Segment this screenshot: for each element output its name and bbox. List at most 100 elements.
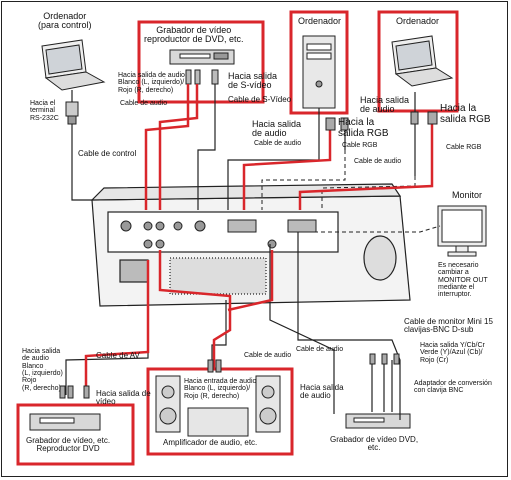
- rgb-out-laptop-label: Hacia la salida RGB: [440, 103, 491, 125]
- audio-out-left-line: Blanco: [22, 362, 44, 370]
- rs232c-line: terminal: [30, 107, 55, 115]
- recorder-left-line2: Reproductor DVD: [36, 444, 100, 454]
- highlight-dvd-top: [137, 20, 265, 104]
- recorder-left-title: Grabador de vídeo, etc. Reproductor DVD: [26, 436, 111, 454]
- audio-out-dvd-line: Hacia salida: [300, 383, 344, 392]
- audio-out-left-line: (L, izquierdo): [22, 370, 63, 378]
- audio-out-dvd-label: Hacia salida de audio: [300, 383, 344, 401]
- svideo-out-line: de S-vídeo: [228, 80, 272, 91]
- dvd-top-line2: reproductor de DVD, etc.: [144, 34, 244, 45]
- rs232c-line: RS-232C: [30, 114, 59, 122]
- rs232c-line: Hacia el: [30, 100, 56, 107]
- ycbcr-out-line: Hacia salida Y/Cb/Cr: [420, 342, 485, 349]
- audio-out-top-line: Rojo (R, derecho): [118, 86, 174, 94]
- ycbcr-out-label: Hacia salida Y/Cb/Cr Verde (Y)/Azul (Cb)…: [420, 342, 485, 364]
- audio-out-tower-label: Hacia salida de audio: [252, 119, 302, 139]
- audio-out-left-line: Rojo: [22, 377, 37, 385]
- cable-rgb-tower-label: Cable RGB: [342, 142, 378, 149]
- monitor-cable-line: Cable de monitor Mini 15: [404, 317, 493, 326]
- amp-input-label: Hacia entrada de audio Blanco (L, izquie…: [184, 378, 256, 400]
- audio-out-left-line: (R, derecho): [22, 384, 61, 392]
- ycbcr-out-line: Verde (Y)/Azul (Cb)/: [420, 349, 483, 357]
- amp-input-line: Rojo (R, derecho): [184, 392, 240, 400]
- monitor-title: Monitor: [452, 190, 483, 200]
- dvd-bottom-line1: Grabador de vídeo DVD,: [330, 435, 419, 444]
- projector-body-icon: [90, 183, 411, 307]
- pc-tower-title: Ordenador: [298, 16, 342, 26]
- recorder-left-line1: Grabador de vídeo, etc.: [26, 436, 111, 445]
- monitor-note-line: mediante el: [438, 284, 475, 292]
- ycbcr-out-line: Rojo (Cr): [420, 356, 449, 364]
- monitor-cable-line: clavijas-BNC D-sub: [404, 325, 474, 335]
- highlight-recorder-left: [16, 403, 135, 466]
- cable-audio-tower-label: Cable de audio: [254, 140, 302, 147]
- audio-out-tower-line: Hacia salida: [252, 119, 302, 129]
- audio-out-top-line: Hacia salida de audio: [118, 72, 185, 79]
- projector-ports-icon: [120, 219, 317, 249]
- cables-dashed: [261, 150, 441, 233]
- recorder-left-icon: [29, 413, 101, 431]
- svideo-out-label: Hacia salida de S-vídeo: [228, 71, 278, 91]
- audio-out-left-line: Hacia salida: [22, 348, 61, 355]
- audio-out-laptop-line: de audio: [360, 104, 395, 115]
- dvd-bottom-title: Grabador de vídeo DVD, etc.: [330, 435, 419, 453]
- monitor-note: Es necesario cambiar a MONITOR OUT media…: [438, 262, 488, 299]
- rs232c-connector-icon: [65, 101, 79, 125]
- cables-red: [84, 84, 434, 395]
- monitor-note-line: Es necesario: [438, 262, 479, 269]
- pc-control-title: Ordenador (para control): [38, 11, 92, 31]
- dvd-top-line1: Grabador de vídeo: [156, 25, 232, 35]
- rgb-out-tower-line: salida RGB: [338, 127, 389, 139]
- monitor-note-line: interruptor.: [438, 291, 472, 299]
- laptop-rgb-icon: [391, 35, 454, 87]
- monitor-note-line: MONITOR OUT: [438, 276, 488, 284]
- video-out-left-line: vídeo: [96, 397, 116, 407]
- cable-control-label: Cable de control: [78, 149, 137, 158]
- audio-out-top-line: Blanco (L, izquierdo)/: [118, 79, 185, 87]
- audio-out-laptop-label: Hacia salida de audio: [360, 95, 410, 115]
- dvd-top-icon: [169, 49, 235, 65]
- video-out-left-label: Hacia salida de vídeo: [96, 389, 151, 407]
- rgb-out-laptop-line: salida RGB: [440, 113, 491, 125]
- audio-out-top-label: Hacia salida de audio Blanco (L, izquier…: [118, 72, 185, 94]
- highlight-pc-laptop: [377, 10, 459, 113]
- pc-tower-icon: [302, 35, 336, 109]
- svideo-out-line: Hacia salida: [228, 71, 278, 81]
- amplifier-icon: [155, 375, 281, 437]
- bnc-adapter-label: Adaptador de conversión con clavija BNC: [414, 380, 492, 395]
- cable-av-label: Cable de AV: [96, 351, 140, 360]
- cable-audio-mid2-label: Cable de audio: [296, 346, 344, 353]
- audio-out-laptop-line: Hacia salida: [360, 95, 410, 105]
- cable-svideo-label: Cable de S-Vídeo: [228, 95, 292, 104]
- dvd-top-title: Grabador de vídeo reproductor de DVD, et…: [144, 25, 244, 45]
- amp-input-line: Hacia entrada de audio: [184, 378, 257, 385]
- video-out-left-line: Hacia salida de: [96, 389, 151, 398]
- pc-laptop-title: Ordenador: [396, 16, 440, 26]
- bnc-adapter-line: Adaptador de conversión: [414, 380, 492, 387]
- audio-out-left-label: Hacia salida de audio Blanco (L, izquier…: [22, 348, 63, 392]
- rgb-out-tower-label: Hacia la salida RGB: [338, 117, 389, 139]
- audio-out-dvd-line: de audio: [300, 391, 331, 401]
- amp-input-line: Blanco (L, izquierdo)/: [184, 385, 251, 393]
- dvd-top-plugs-icon: [185, 69, 219, 85]
- laptop-control-icon: [41, 39, 106, 91]
- dvd-bottom-icon: [345, 413, 411, 429]
- amplifier-title: Amplificador de audio, etc.: [163, 438, 258, 447]
- monitor-cable-label: Cable de monitor Mini 15 clavijas-BNC D-…: [404, 317, 493, 335]
- rs232c-label: Hacia el terminal RS-232C: [30, 100, 59, 122]
- cable-audio-right-label: Cable de audio: [354, 158, 402, 165]
- pc-control-line1: Ordenador: [43, 11, 87, 21]
- plugs-icon: [59, 111, 438, 399]
- rgb-out-laptop-line: Hacia la: [440, 103, 477, 114]
- cable-audio-top-label: Cable de audio: [120, 100, 168, 107]
- cable-audio-mid-label: Cable de audio: [244, 352, 292, 359]
- monitor-note-line: cambiar a: [438, 269, 469, 277]
- rgb-out-tower-line: Hacia la: [338, 117, 375, 128]
- bnc-adapter-line: con clavija BNC: [414, 387, 464, 395]
- monitor-icon: [437, 205, 487, 257]
- dvd-bottom-line2: etc.: [367, 443, 381, 453]
- cable-rgb-right-label: Cable RGB: [446, 144, 482, 151]
- audio-out-tower-line: de audio: [252, 128, 287, 139]
